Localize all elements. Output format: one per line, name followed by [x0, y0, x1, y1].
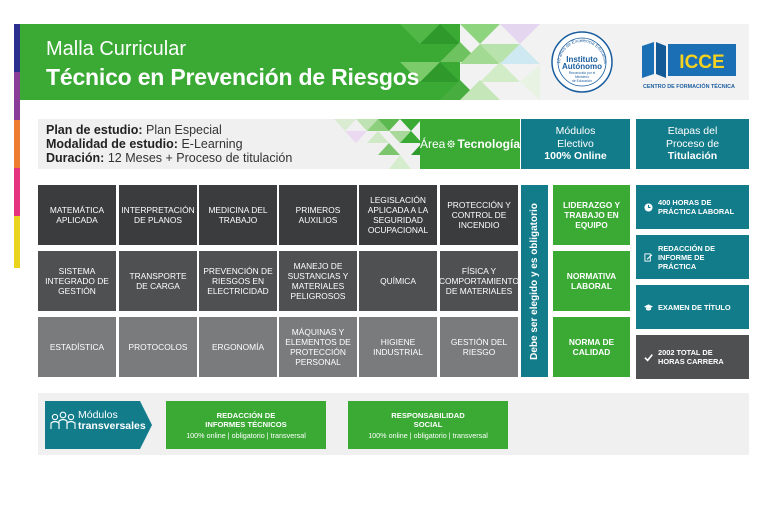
accent-strip-orange — [14, 120, 20, 168]
course-cell: Interpretación de planos — [119, 185, 197, 245]
transversal-title-1: Responsabilidad — [391, 410, 465, 420]
seal-sub-2: Ministerio — [575, 75, 589, 79]
transversal-sub: 100% online | obligatorio | transversal — [186, 430, 306, 440]
course-cell: Protección y control de incendio — [440, 185, 518, 245]
duracion-line: Duración: 12 Meses + Proceso de titulaci… — [46, 151, 292, 165]
etapas-line1: Etapas del — [667, 125, 718, 138]
etapas-header: Etapas del Proceso de Titulación — [636, 119, 749, 169]
transversal-sub: 100% online | obligatorio | transversal — [368, 430, 488, 440]
course-cell: Física y comportamiento de materiales — [439, 251, 519, 311]
area-label: Área — [420, 137, 446, 151]
accent-strip-pink — [14, 168, 20, 216]
document-edit-icon — [644, 252, 653, 262]
plan-label: Plan de estudio: — [46, 123, 143, 137]
logo-text: ICCE — [679, 52, 724, 73]
accent-strip-yellow — [14, 216, 20, 268]
seal-sub-1: Reconocido por el — [569, 71, 596, 75]
icce-logo: ICCE CENTRO DE FORMACIÓN TÉCNICA — [642, 42, 736, 90]
etapas-line3: Titulación — [667, 150, 718, 163]
stage-text: Examen de título — [658, 302, 731, 312]
stage-item-examen: Examen de título — [636, 285, 749, 329]
stage-item-practica: 400 horas de práctica laboral — [636, 185, 749, 229]
electivo-note: Debe ser elegido y es obligatorio — [529, 202, 540, 360]
etapas-line2: Proceso de — [665, 137, 720, 150]
area-box: Área Tecnología — [420, 119, 520, 169]
checkmark-icon — [644, 353, 653, 362]
header-banner: Malla Curricular Técnico en Prevención d… — [20, 24, 749, 100]
stage-text: Redacción de informe de práctica — [658, 243, 716, 271]
area-value: Tecnología — [457, 137, 520, 151]
gear-icon — [447, 139, 456, 149]
plan-line: Plan de estudio: Plan Especial — [46, 123, 222, 137]
page-subtitle: Malla Curricular — [46, 38, 187, 60]
course-cell: Transporte de carga — [119, 251, 197, 311]
course-cell: Prevención de riesgos en electricidad — [199, 251, 277, 311]
electivo-option: Norma de calidad — [553, 317, 630, 377]
stage-item-total-horas: 2002 total de horas carrera — [636, 335, 749, 379]
modalidad-line: Modalidad de estudio: E-Learning — [46, 137, 243, 151]
modulos-transversales-label: Módulos transversales — [78, 410, 146, 432]
modulos-transversales-tag — [45, 401, 152, 449]
course-cell: Manejo de sustancias y materiales peligr… — [279, 251, 357, 311]
course-cell: Higiene industrial — [359, 317, 437, 377]
graduation-cap-icon — [644, 303, 653, 312]
transversales-label-1: Módulos — [78, 409, 118, 421]
stage-item-informe: Redacción de informe de práctica — [636, 235, 749, 279]
stage-text: 400 horas de práctica laboral — [658, 198, 735, 216]
header-green-block — [20, 24, 460, 100]
course-cell: Estadística — [38, 317, 116, 377]
stage-text: 2002 total de horas carrera — [658, 348, 724, 366]
transversal-module-redaccion: Redacción de informes técnicos 100% onli… — [166, 401, 326, 449]
plan-info-band: Plan de estudio: Plan Especial Modalidad… — [38, 119, 520, 169]
electivo-option: Normativa laboral — [553, 251, 630, 311]
modulos-electivo-line3: 100% Online — [544, 150, 607, 163]
course-cell: Máquinas y elementos de protección perso… — [279, 317, 357, 377]
modalidad-label: Modalidad de estudio: — [46, 137, 178, 151]
transversal-title-1: Redacción de — [216, 410, 276, 420]
transversales-label-2: transversales — [78, 420, 146, 432]
transversal-module-responsabilidad: Responsabilidad social 100% online | obl… — [348, 401, 508, 449]
plan-value: Plan Especial — [146, 123, 222, 137]
triangle-pattern — [400, 24, 540, 100]
course-cell: Química — [359, 251, 437, 311]
course-cell: Protocolos — [119, 317, 197, 377]
course-cell: Medicina del trabajo — [199, 185, 277, 245]
course-cell: Matemática aplicada — [38, 185, 116, 245]
clock-icon — [644, 202, 653, 212]
electivo-option: Liderazgo y trabajo en equipo — [553, 185, 630, 245]
seal-sub-3: de Educación — [572, 79, 592, 83]
people-group-icon — [50, 411, 76, 429]
modulos-electivo-line1: Módulos — [555, 125, 596, 138]
course-cell: Gestión del riesgo — [440, 317, 518, 377]
accent-strip-purple — [14, 72, 20, 120]
seal-name-2: Autónomo — [562, 62, 602, 71]
logo-subtitle: CENTRO DE FORMACIÓN TÉCNICA — [643, 82, 735, 90]
modalidad-value: E-Learning — [181, 137, 243, 151]
transversal-title-2: informes técnicos — [205, 419, 287, 429]
info-triangle-pattern — [334, 119, 433, 169]
modulos-electivo-header: Módulos Electivo 100% Online — [521, 119, 630, 169]
electivo-note-bar: Debe ser elegido y es obligatorio — [521, 185, 548, 377]
accent-strip-blue — [14, 24, 20, 72]
page-title: Técnico en Prevención de Riesgos — [46, 64, 420, 90]
course-cell: Primeros auxilios — [279, 185, 357, 245]
duracion-value: 12 Meses + Proceso de titulación — [107, 151, 293, 165]
course-cell: Sistema integrado de gestión — [38, 251, 116, 311]
instituto-autonomo-seal: 10 años de Excelencia Educativa Institut… — [551, 31, 613, 93]
course-cell: Ergonomía — [199, 317, 277, 377]
seal-name-1: Instituto — [566, 55, 598, 64]
course-cell: Legislación aplicada a la seguridad ocup… — [359, 185, 437, 245]
duracion-label: Duración: — [46, 151, 105, 165]
transversal-title-2: social — [413, 419, 443, 429]
modulos-electivo-line2: Electivo — [557, 137, 594, 150]
